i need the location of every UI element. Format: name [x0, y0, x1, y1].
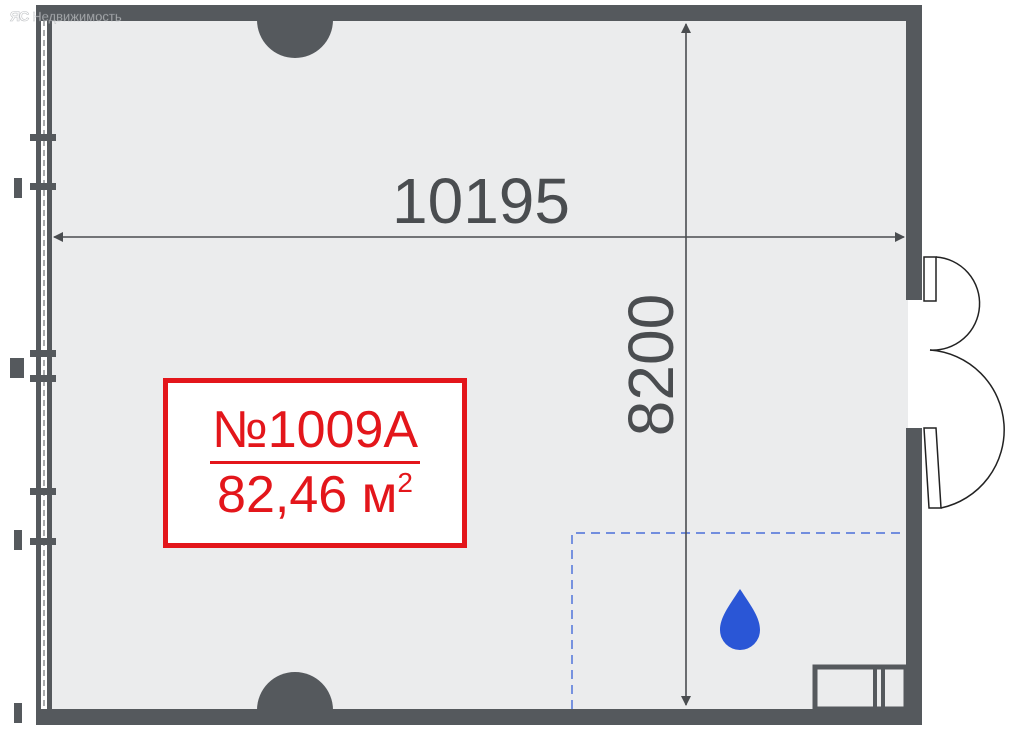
window-mullion: [30, 134, 56, 141]
watermark-logo: ЯС: [10, 8, 30, 25]
height-dimension-label: 8200: [615, 294, 687, 436]
water-drop-icon: [720, 589, 760, 650]
utility-box-frame: [812, 664, 909, 712]
width-dimension-label: 10195: [392, 165, 570, 237]
unit-area: 82,46 м2: [168, 466, 462, 524]
door-swing-lower: [929, 349, 1005, 509]
wall-right-lower: [906, 428, 922, 725]
unit-number: №1009А: [209, 401, 421, 464]
window-mullion: [30, 350, 56, 357]
watermark-text: Недвижимость: [32, 8, 122, 24]
door-leaf-lower: [923, 427, 942, 509]
entrance-doors: [923, 256, 1005, 509]
wall-left-outer: [36, 5, 41, 725]
unit-area-power: 2: [397, 467, 413, 498]
facade-post: [14, 178, 22, 198]
column-bottom: [257, 672, 333, 710]
wall-right-upper: [906, 5, 922, 300]
door-leaf-upper: [923, 256, 937, 302]
room-floor: [50, 20, 908, 710]
wall-top: [36, 5, 922, 21]
facade-post: [14, 703, 22, 723]
column-top: [257, 20, 333, 58]
facade-post: [14, 530, 22, 550]
window-mullion: [30, 538, 56, 545]
door-swing-upper: [929, 256, 981, 351]
window-mullion: [30, 375, 56, 382]
wet-zone-outline: [571, 532, 906, 709]
walls: [10, 5, 922, 725]
utility-box: [812, 664, 909, 712]
unit-area-value: 82,46 м: [217, 466, 398, 524]
unit-label-box: №1009А 82,46 м2: [163, 378, 467, 548]
window-mullion: [30, 183, 56, 190]
wall-bottom: [36, 709, 922, 725]
wall-left-inner: [47, 5, 52, 725]
facade-post: [10, 358, 24, 378]
window-mullion: [30, 488, 56, 495]
watermark: ЯС Недвижимость: [10, 8, 122, 25]
